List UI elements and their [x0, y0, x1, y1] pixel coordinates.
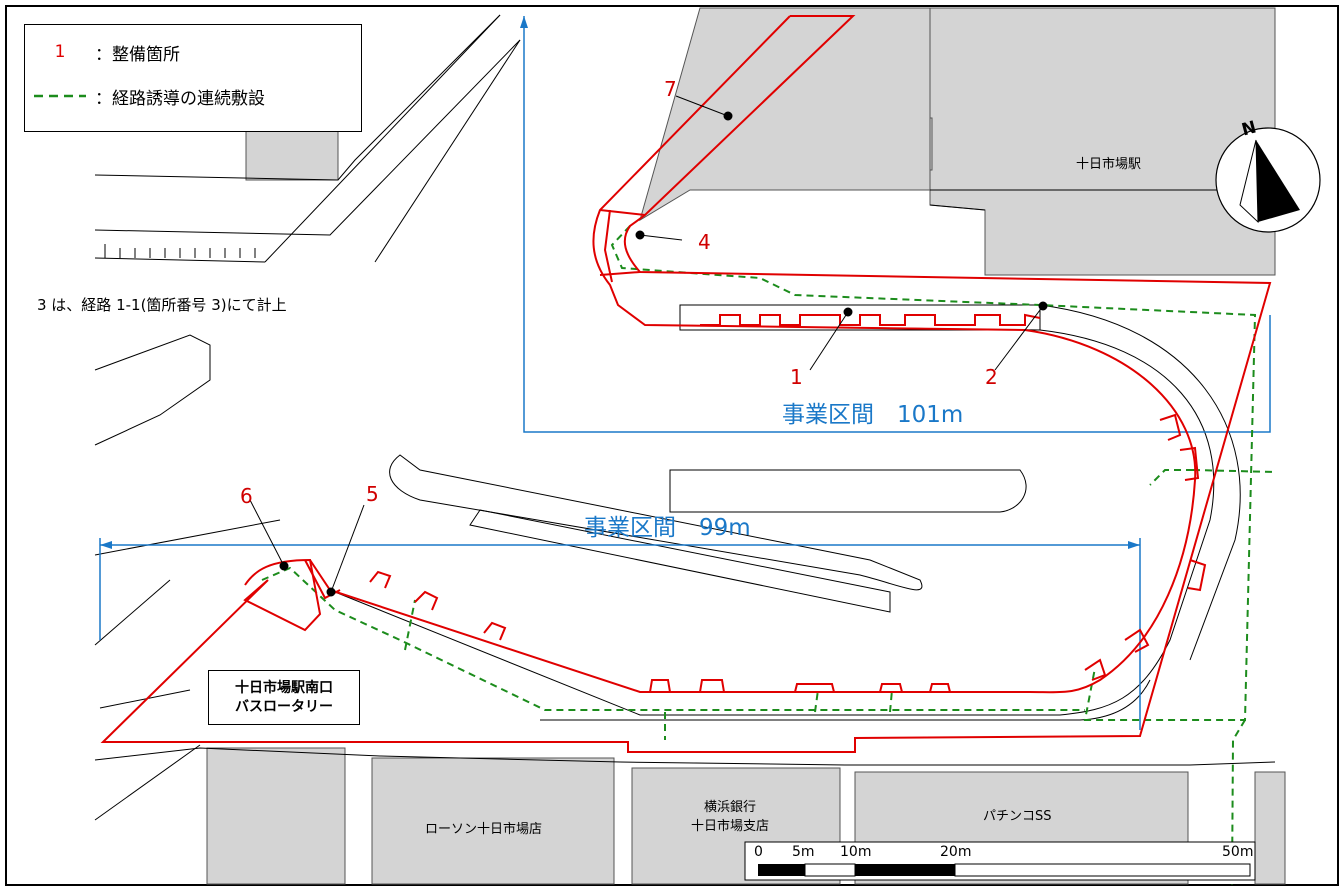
lawson-label: ローソン十日市場店: [425, 822, 543, 837]
point-2-dot: [1038, 301, 1048, 311]
tick-marks: [104, 244, 256, 258]
point-label-5: 5: [366, 482, 379, 506]
point-markers: [249, 95, 1048, 597]
bank-label-line1: 横浜銀行: [703, 800, 756, 815]
legend-repair-marker: 1: [54, 42, 66, 62]
station-label: 十日市場駅: [1076, 157, 1142, 172]
point-label-7: 7: [664, 77, 677, 101]
bus-rotary-box: 十日市場駅南口 バスロータリー: [208, 670, 360, 725]
point-7-dot: [723, 111, 733, 121]
note-text: 3 は、経路 1-1(箇所番号 3)にて計上: [37, 296, 287, 314]
scale-tick-20m: 20m: [940, 844, 972, 860]
point-6-dot: [279, 561, 289, 571]
road-outlines: [94, 14, 1276, 821]
scale-tick-10m: 10m: [840, 844, 872, 860]
point-label-6: 6: [240, 484, 253, 508]
section-north-label: 事業区間 101m: [782, 402, 964, 428]
scale-tick-0: 0: [754, 844, 763, 860]
repair-outline-inner: [309, 15, 1197, 694]
building-north: [639, 7, 931, 222]
legend-dashed-line-icon: [25, 93, 95, 99]
buildings-layer: [206, 7, 1286, 885]
legend-repair-label: ：整備箇所: [95, 44, 180, 65]
repair-areas: [100, 15, 1272, 753]
legend-guidance-label: ：経路誘導の連続敷設: [95, 88, 265, 109]
point-1-dot: [843, 307, 853, 317]
point-label-1: 1: [790, 365, 803, 389]
building-east: [1254, 771, 1286, 885]
scale-tick-5m: 5m: [792, 844, 815, 860]
section-south-label: 事業区間 99m: [584, 515, 751, 541]
legend-row-guidance: ：経路誘導の連続敷設: [25, 81, 265, 111]
building-southwest: [206, 747, 346, 885]
pachinko-label: パチンコSS: [983, 809, 1052, 824]
north-arrow-icon: [1215, 127, 1321, 233]
bank-label-line2: 十日市場支店: [690, 819, 769, 834]
repair-outline-main: [100, 15, 1272, 753]
scale-tick-50m: 50m: [1222, 844, 1254, 860]
point-label-4: 4: [698, 230, 711, 254]
section-north-bracket: [523, 22, 1271, 433]
building-lawson: [371, 757, 615, 885]
point-5-dot: [326, 587, 336, 597]
point-label-2: 2: [985, 365, 998, 389]
map-legend: 1 ：整備箇所 ：経路誘導の連続敷設: [24, 24, 362, 132]
point-4-dot: [635, 230, 645, 240]
legend-row-repair: 1 ：整備箇所: [25, 37, 180, 67]
bus-rotary-line1: 十日市場駅南口: [235, 679, 333, 696]
bus-rotary-line2: バスロータリー: [235, 698, 333, 715]
scale-bar: [744, 841, 1256, 881]
